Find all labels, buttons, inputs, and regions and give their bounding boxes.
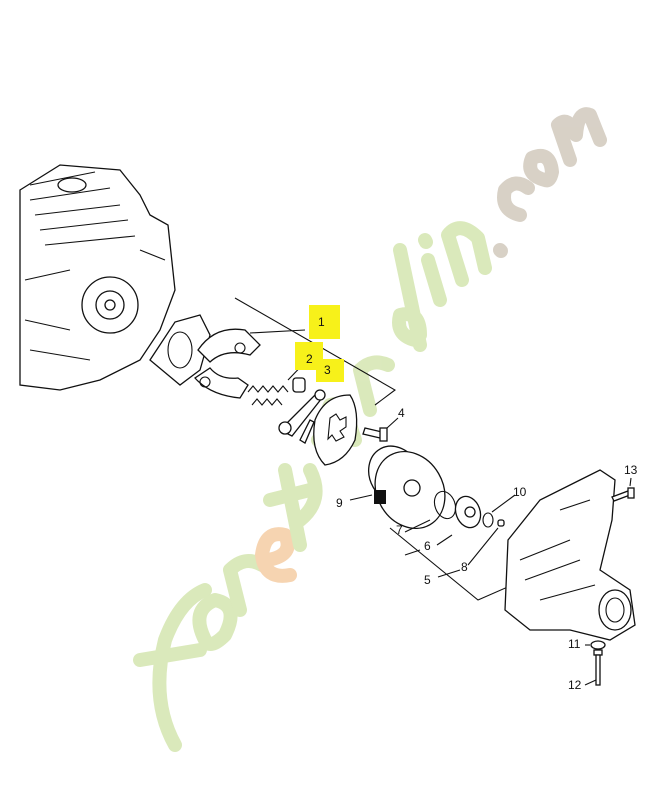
gear-housing	[504, 469, 636, 641]
callout-bracket-upper	[234, 297, 396, 406]
callout-4: 4	[398, 406, 405, 420]
callout-3: 3	[324, 363, 331, 377]
clutch-shoes	[194, 328, 261, 399]
engine-block	[19, 164, 176, 391]
clutch-drum	[349, 445, 446, 530]
clutch-sleeve	[292, 377, 306, 393]
clutch-spring	[247, 385, 289, 406]
clutch-carrier	[278, 389, 326, 444]
clutch-cover-plate	[313, 394, 358, 466]
callout-10: 10	[513, 485, 527, 499]
circlip	[433, 490, 457, 520]
callout-12: 12	[568, 678, 582, 692]
screw-part-12	[584, 649, 603, 686]
pin	[497, 519, 505, 527]
callout-13: 13	[624, 463, 638, 477]
callout-5: 5	[424, 573, 431, 587]
clutch-gasket-left	[149, 314, 211, 386]
callout-7: 7	[396, 523, 403, 537]
highlight-1	[309, 305, 340, 339]
callout-11: 11	[568, 637, 581, 651]
washer	[482, 494, 516, 528]
highlight-3	[316, 359, 344, 382]
ball-bearing	[454, 495, 482, 529]
callout-2: 2	[306, 352, 313, 366]
screw-part-13	[611, 477, 635, 502]
screw-part-4	[362, 417, 399, 442]
callout-9: 9	[336, 496, 343, 510]
washer-part-11	[585, 640, 606, 650]
callout-bracket-lower	[389, 519, 511, 601]
callout-8: 8	[461, 560, 468, 574]
callout-1: 1	[318, 315, 325, 329]
callout-6: 6	[424, 539, 431, 553]
